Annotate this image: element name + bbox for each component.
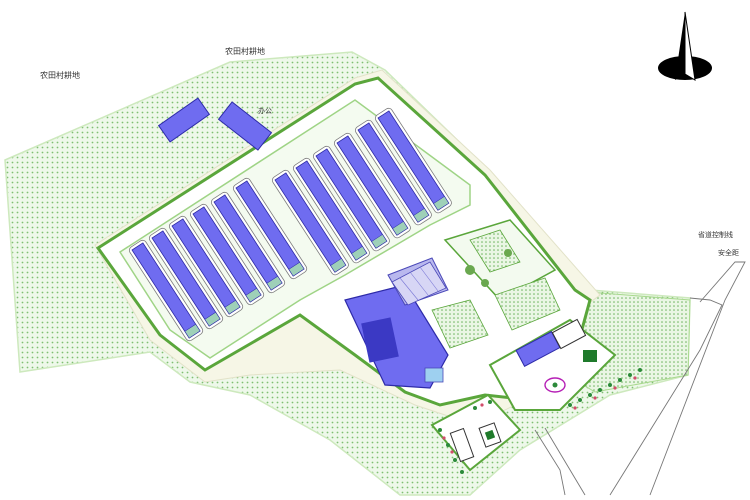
greenhouse-group-right	[271, 107, 452, 276]
utility-area	[431, 219, 561, 349]
farmland-label-top: 农田村耕地	[225, 47, 265, 56]
greenhouse-row	[271, 169, 349, 276]
road-control-line-label: 省道控制线	[698, 231, 733, 239]
greenhouse-group-left	[128, 177, 308, 342]
greenhouse-row	[354, 119, 432, 226]
north-arrow-icon	[658, 11, 712, 81]
access-road-4	[544, 427, 586, 496]
safety-distance-label: 安全距	[718, 249, 739, 257]
access-road-1	[609, 297, 723, 496]
office-label: 办公	[258, 107, 272, 115]
greenhouse-row	[292, 157, 370, 264]
storage-block	[391, 261, 447, 306]
greenhouse-row	[189, 203, 265, 306]
greenhouse-row	[148, 227, 224, 330]
office-buildings	[157, 97, 273, 151]
access-road-2	[649, 261, 746, 496]
greenhouse-row	[374, 107, 452, 214]
south-compound	[430, 393, 522, 474]
greenhouse-row	[333, 132, 411, 239]
greenhouse-row	[232, 177, 308, 280]
greenhouse-row	[168, 215, 244, 318]
greenhouse-row	[312, 145, 390, 252]
greenhouse-row	[210, 191, 286, 294]
entrance-plaza	[488, 318, 642, 411]
greenhouse-row	[128, 239, 204, 342]
access-road-3	[534, 429, 566, 496]
farmland-label-left: 农田村耕地	[40, 71, 80, 80]
